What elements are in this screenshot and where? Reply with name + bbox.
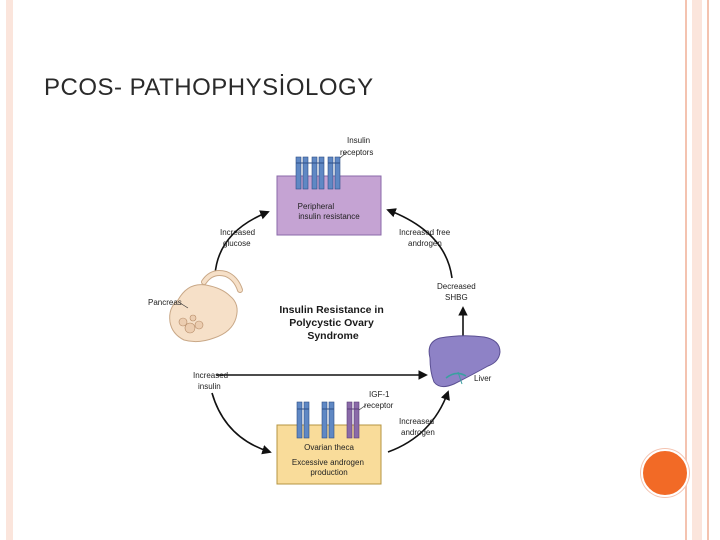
increased-free-androgen-label: Increased free androgen [399, 228, 452, 248]
liver-label: Liver [474, 374, 492, 383]
right-frame-line [685, 0, 687, 540]
center-title: Insulin Resistance in Polycystic Ovary S… [279, 304, 386, 342]
peripheral-label: Peripheral insulin resistance [298, 202, 361, 221]
arrow-androgen-to-peripheral [386, 208, 453, 279]
right-frame-line [707, 0, 709, 540]
left-frame-stripe [6, 0, 13, 540]
accent-circle [641, 449, 689, 497]
pancreas-icon [169, 270, 243, 343]
ovarian-theca-label: Ovarian theca [304, 443, 354, 452]
slide-title: PCOS- PATHOPHYSİOLOGY [44, 74, 374, 101]
decreased-shbg-label: Decreased SHBG [437, 282, 478, 302]
increased-androgen-label: Increased androgen [399, 417, 436, 437]
pancreas-label: Pancreas [148, 298, 182, 307]
increased-glucose-label: Increased glucose [220, 228, 257, 248]
excessive-androgen-label: Excessive androgen production [292, 458, 366, 477]
insulin-receptor-icon [295, 156, 341, 190]
right-frame-stripe [692, 0, 702, 540]
increased-insulin-label: Increased insulin [193, 371, 230, 391]
insulin-receptors-label: Insulin receptors [340, 136, 373, 157]
arrow-theca-to-liver [387, 390, 450, 453]
igf1-receptor-icon [296, 401, 360, 439]
arrow-insulin-to-theca [211, 392, 272, 455]
igf1-receptor-label: IGF-1 receptor [364, 390, 394, 410]
arrow-glucose-to-peripheral [214, 210, 270, 276]
liver-icon [428, 335, 501, 388]
